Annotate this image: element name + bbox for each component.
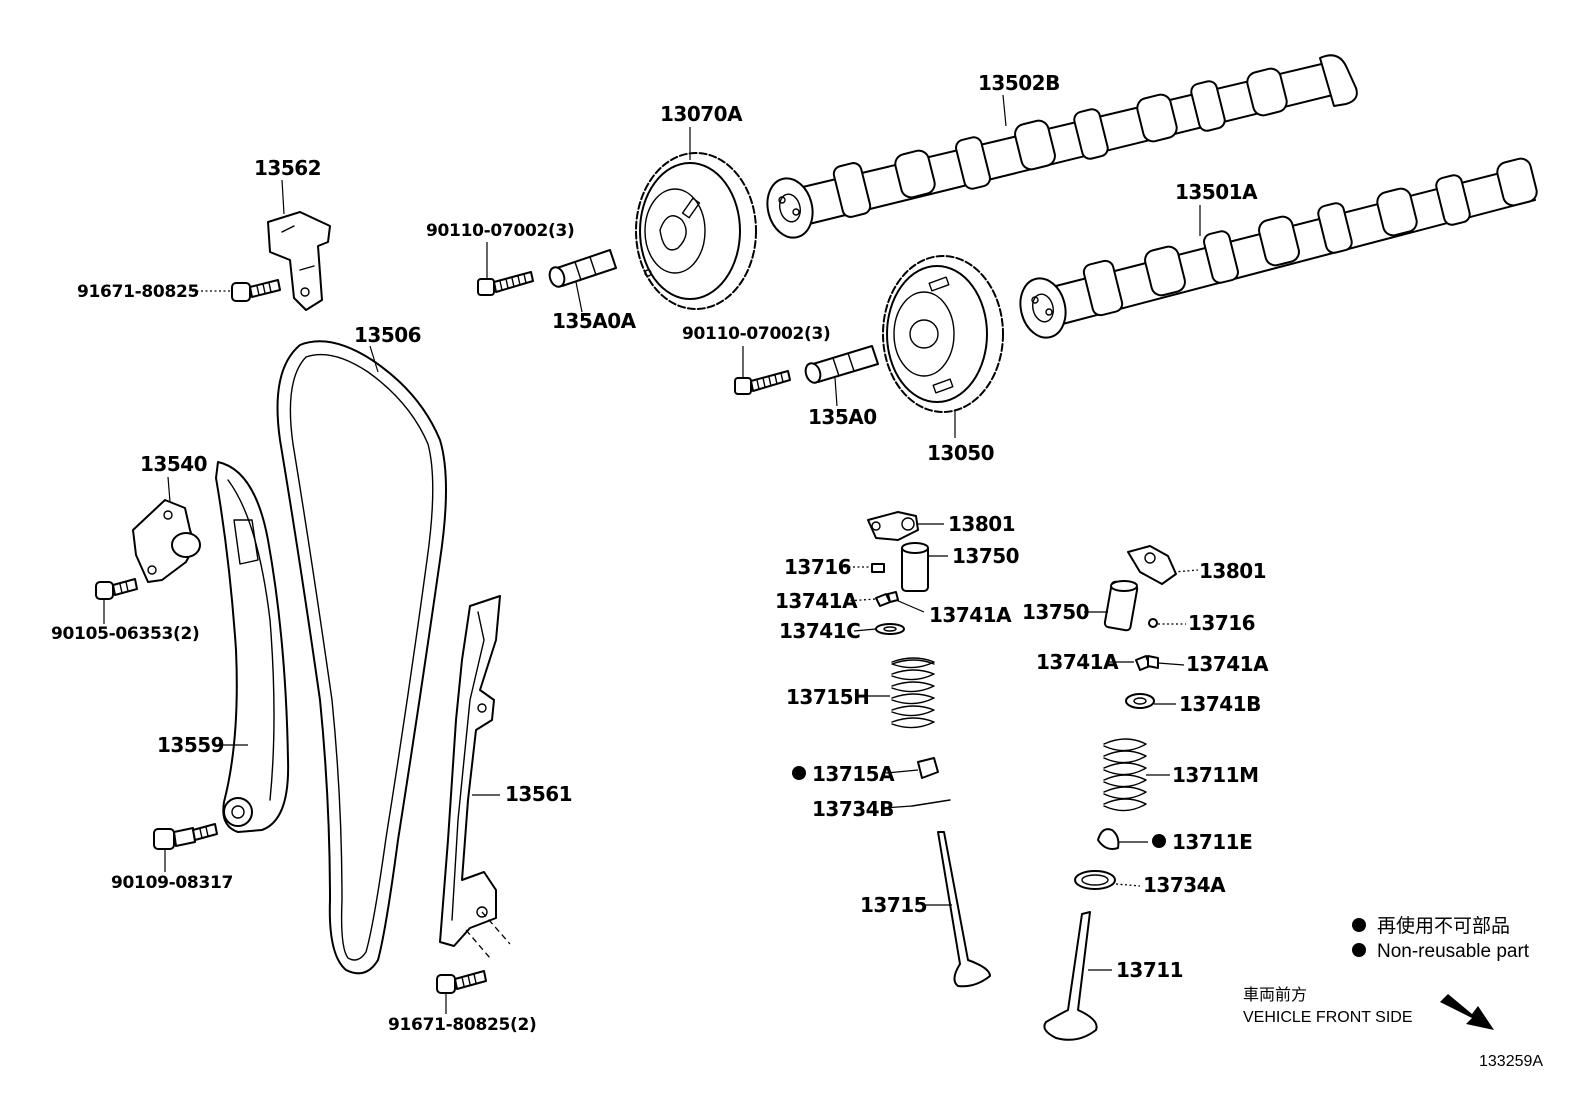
label-13750-left: 13750 [952, 544, 1019, 568]
label-13741b: 13741B [1179, 692, 1261, 716]
cap-13716-right[interactable] [1148, 618, 1158, 628]
label-13741a-right-1: 13741A [1036, 650, 1119, 674]
bolt-91671-80825-lower[interactable] [436, 970, 487, 994]
valve-spring-13711m[interactable] [1103, 738, 1147, 812]
label-13750-right: 13750 [1022, 600, 1089, 624]
legend-bullet-jp [1352, 918, 1366, 932]
part-number-labels: 13562 91671-80825 90110-07002(3) 135A0A … [51, 71, 1270, 1035]
label-91671-80825: 91671-80825 [77, 282, 199, 302]
legend-non-reusable-english: Non-reusable part [1377, 941, 1530, 962]
label-13501a: 13501A [1175, 180, 1258, 204]
oil-control-valve-135a0a[interactable] [547, 249, 617, 289]
label-13801-left: 13801 [948, 512, 1015, 536]
label-13741a-left-2: 13741A [929, 603, 1012, 627]
camshaft-timing-gear-13050[interactable] [882, 255, 1004, 413]
figure-id: 133259A [1479, 1053, 1543, 1070]
washer-13734b[interactable] [911, 799, 951, 807]
chain-tensioner-slipper-13559[interactable] [215, 461, 290, 833]
front-arrow-icon [1440, 994, 1494, 1030]
label-91671-80825-2: 91671-80825(2) [388, 1015, 537, 1035]
valve-stem-seal-13711e[interactable] [1097, 828, 1120, 850]
label-13715h: 13715H [786, 685, 869, 709]
label-13734a: 13734A [1143, 873, 1226, 897]
front-label-english: VEHICLE FRONT SIDE [1243, 1009, 1413, 1026]
keepers-13741a-right[interactable] [1135, 655, 1159, 671]
washer-13734a[interactable] [1074, 870, 1116, 890]
bolt-90109-08317[interactable] [153, 823, 218, 850]
exhaust-valve-13715[interactable] [937, 831, 991, 988]
vehicle-front-indicator: 車両前方 VEHICLE FRONT SIDE [1243, 986, 1494, 1030]
label-90110-07002-lower: 90110-07002(3) [682, 324, 831, 344]
label-90110-07002-upper: 90110-07002(3) [426, 221, 575, 241]
label-13502b: 13502B [978, 71, 1060, 95]
label-13711m: 13711M [1172, 763, 1258, 787]
retainer-13741b[interactable] [1125, 693, 1155, 709]
label-13801-right: 13801 [1199, 559, 1266, 583]
bolt-90110-07002-lower[interactable] [734, 370, 791, 395]
label-13561: 13561 [505, 782, 572, 806]
label-13741a-right-2: 13741A [1186, 652, 1269, 676]
label-13540: 13540 [140, 452, 207, 476]
valve-stem-seal-13715a[interactable] [917, 757, 939, 779]
chain-vibration-damper-13562[interactable] [267, 211, 331, 311]
label-13506: 13506 [354, 323, 421, 347]
keepers-13741a-left[interactable] [875, 591, 899, 607]
bolt-90110-07002-upper[interactable] [477, 271, 534, 296]
rocker-arm-13801-right[interactable] [1127, 545, 1177, 585]
front-label-japanese: 車両前方 [1243, 986, 1307, 1004]
intake-valve-13711[interactable] [1043, 911, 1098, 1041]
label-13715: 13715 [860, 893, 927, 917]
lash-adjuster-13750-right[interactable] [1103, 580, 1139, 632]
label-13711: 13711 [1116, 958, 1183, 982]
label-135a0: 135A0 [808, 405, 877, 429]
lash-adjuster-13750-left[interactable] [901, 542, 929, 592]
rocker-arm-13801-left[interactable] [867, 511, 919, 541]
label-90105-06353: 90105-06353(2) [51, 624, 200, 644]
label-13741c: 13741C [779, 619, 860, 643]
label-13716-left: 13716 [784, 555, 851, 579]
label-13711e: 13711E [1172, 830, 1252, 854]
label-13562: 13562 [254, 156, 321, 180]
cap-13716-left[interactable] [871, 563, 885, 573]
label-13716-right: 13716 [1188, 611, 1255, 635]
legend: 再使用不可部品 Non-reusable part [1352, 915, 1530, 962]
bolt-90105-06353[interactable] [95, 578, 138, 600]
oil-control-valve-135a0[interactable] [803, 345, 879, 385]
non-reusable-marker-13711e [1152, 834, 1166, 848]
camshaft-13501a[interactable] [1014, 157, 1538, 343]
label-13734b: 13734B [812, 797, 894, 821]
legend-bullet-en [1352, 943, 1366, 957]
camshaft-13502b[interactable] [761, 54, 1358, 242]
valve-spring-13715h[interactable] [891, 657, 935, 729]
label-13715a: 13715A [812, 762, 895, 786]
label-90109-08317: 90109-08317 [111, 873, 233, 893]
label-13741a-left-1: 13741A [775, 589, 858, 613]
legend-non-reusable-japanese: 再使用不可部品 [1377, 915, 1510, 937]
bolt-91671-80825-upper[interactable] [231, 279, 281, 302]
chain-guide-13561[interactable] [439, 595, 511, 959]
chain-tensioner-13540[interactable] [132, 499, 201, 583]
label-13559: 13559 [157, 733, 224, 757]
label-13070a: 13070A [660, 102, 743, 126]
label-135a0a: 135A0A [552, 309, 637, 333]
label-13050: 13050 [927, 441, 994, 465]
non-reusable-marker-13715a [792, 766, 806, 780]
timing-chain-13506[interactable] [276, 340, 447, 975]
retainer-13741c[interactable] [875, 623, 905, 635]
camshaft-timing-gear-13070a[interactable] [635, 152, 757, 310]
leader-lines [103, 94, 1201, 1014]
